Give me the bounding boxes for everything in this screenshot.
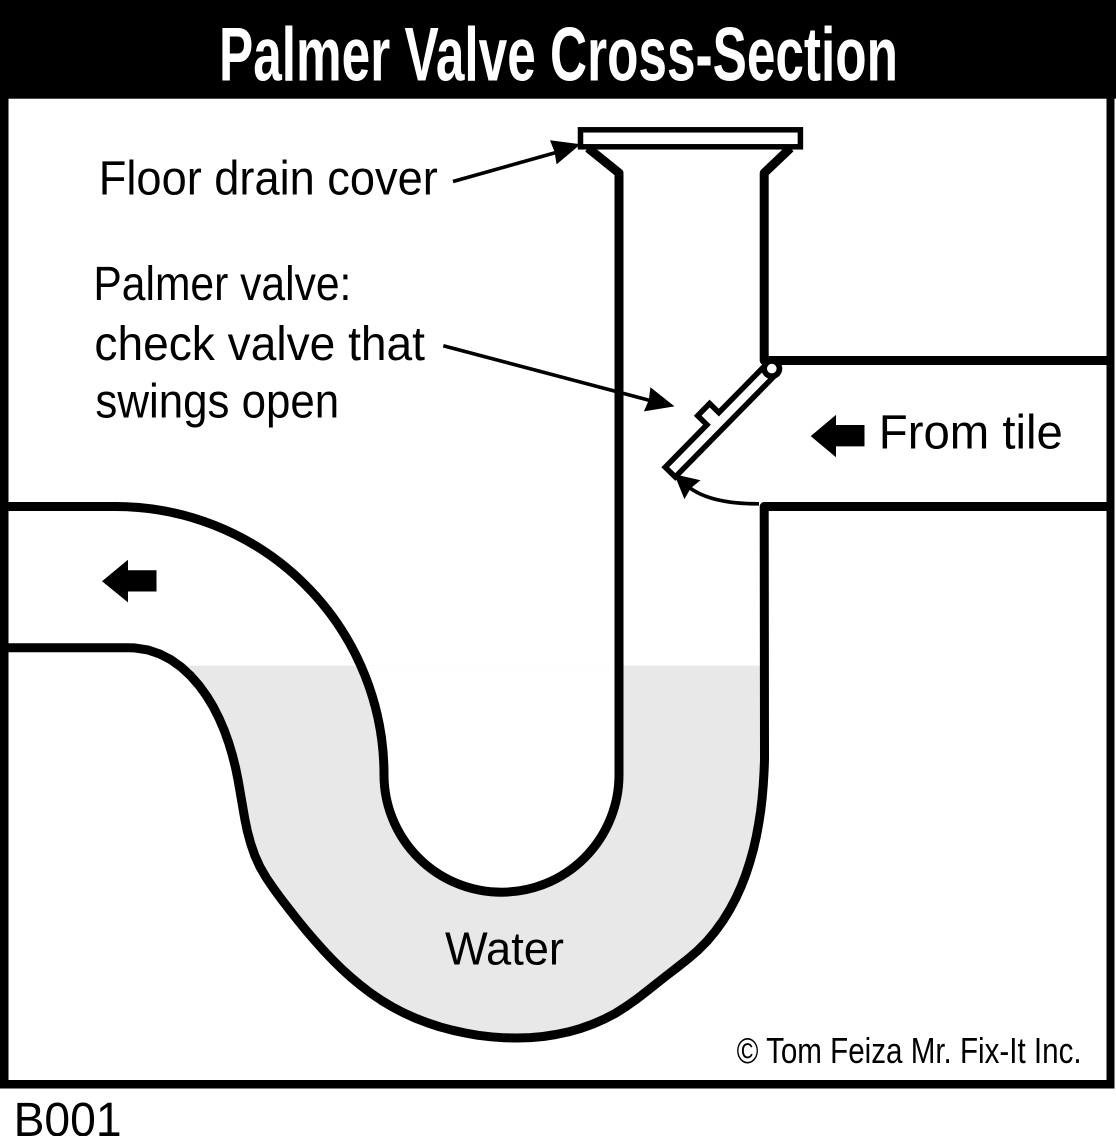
svg-text:Floor drain cover: Floor drain cover xyxy=(99,152,438,205)
svg-text:swings open: swings open xyxy=(95,376,339,429)
svg-text:From tile: From tile xyxy=(879,407,1063,460)
svg-text:B001: B001 xyxy=(14,1094,122,1136)
svg-text:Palmer valve:: Palmer valve: xyxy=(93,258,351,311)
svg-text:© Tom Feiza Mr. Fix-It Inc.: © Tom Feiza Mr. Fix-It Inc. xyxy=(737,1030,1082,1071)
svg-text:check valve that: check valve that xyxy=(94,318,425,371)
svg-text:Water: Water xyxy=(445,923,564,975)
svg-text:Palmer Valve Cross-Section: Palmer Valve Cross-Section xyxy=(219,12,898,97)
